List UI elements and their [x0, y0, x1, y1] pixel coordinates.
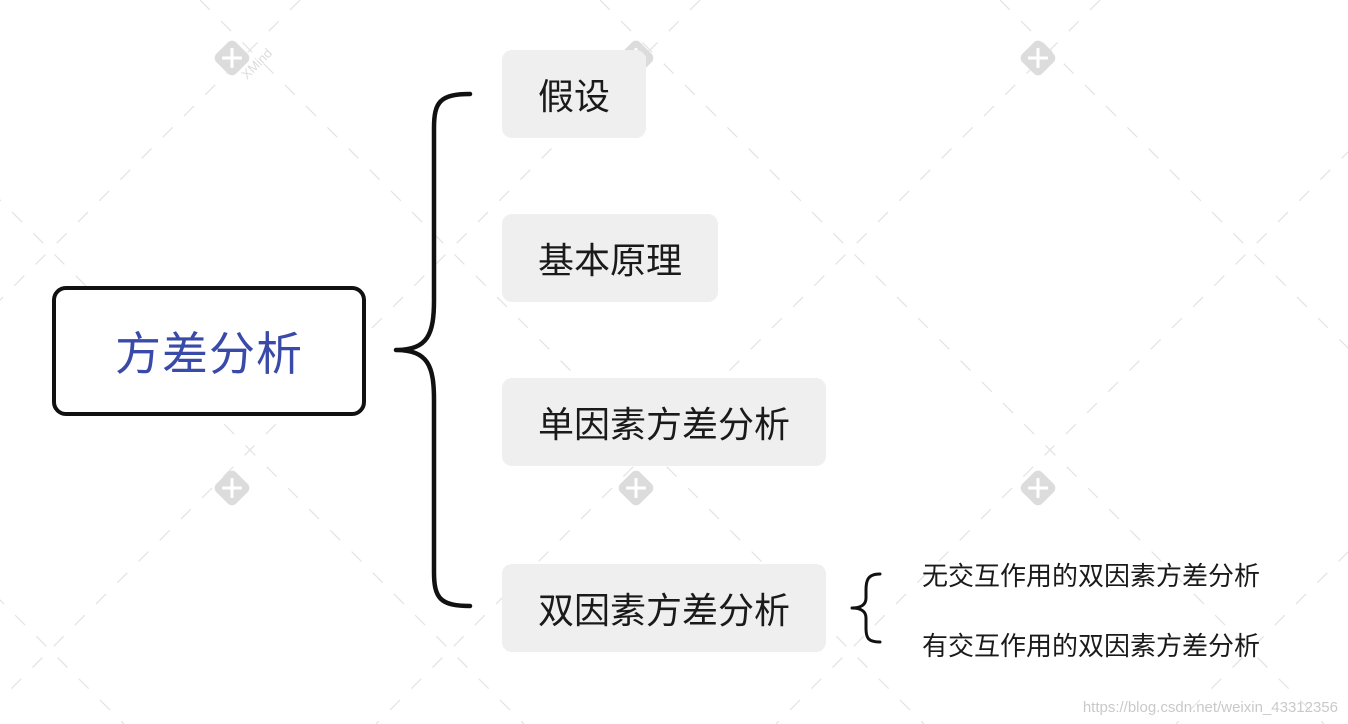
sub-brace-connector [850, 572, 882, 644]
topic-node-basic-principle[interactable]: 基本原理 [502, 214, 719, 302]
root-topic-label: 方差分析 [115, 327, 303, 381]
topic-node-one-way-anova[interactable]: 单因素方差分析 [502, 378, 827, 466]
url-watermark: https://blog.csdn.net/weixin_43312356 [1082, 699, 1338, 716]
topic-label: 双因素方差分析 [538, 591, 791, 632]
topic-node-assumption[interactable]: 假设 [502, 50, 647, 138]
subtopic-with-interaction[interactable]: 有交互作用的双因素方差分析 [922, 632, 1261, 662]
topic-label: 基本原理 [538, 241, 683, 282]
topic-node-two-way-anova[interactable]: 双因素方差分析 [502, 564, 827, 652]
topic-label: 单因素方差分析 [538, 405, 791, 446]
main-brace-connector [393, 91, 473, 609]
subtopic-no-interaction[interactable]: 无交互作用的双因素方差分析 [922, 562, 1261, 592]
topic-label: 假设 [538, 77, 611, 118]
root-topic-node[interactable]: 方差分析 [52, 286, 366, 416]
